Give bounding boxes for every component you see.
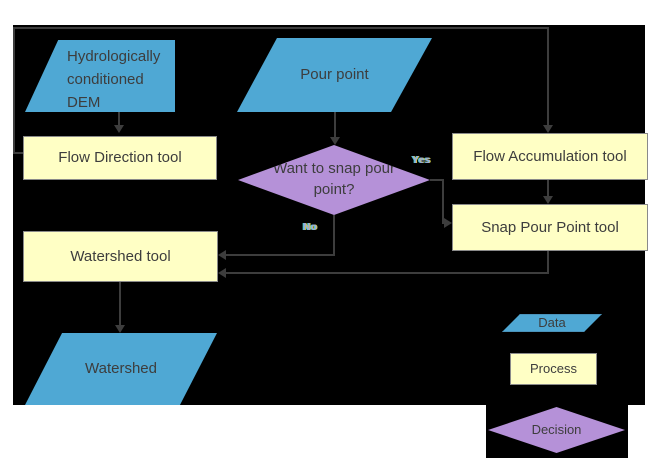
edge-flowacc-to-snap xyxy=(547,180,549,197)
edge-snap-to-wtool xyxy=(547,251,549,274)
arrowhead xyxy=(330,137,340,145)
node-watershed-output: Watershed xyxy=(25,333,217,405)
edge-flowdir-to-flowacc xyxy=(13,27,549,29)
node-watershed-tool: Watershed tool xyxy=(23,231,218,282)
edge-wtool-to-watershed xyxy=(119,282,121,326)
edge-decision-yes xyxy=(430,179,444,181)
arrowhead xyxy=(218,268,226,278)
node-flow-direction-tool: Flow Direction tool xyxy=(23,136,217,180)
arrowhead xyxy=(444,218,452,228)
edge-snap-to-wtool xyxy=(226,272,549,274)
edge-decision-yes xyxy=(442,179,444,224)
edge-label-no: No xyxy=(303,222,318,233)
node-label: Want to snap pour point? xyxy=(272,160,395,198)
legend-data-label: Data xyxy=(538,315,566,330)
edge-decision-no xyxy=(333,215,335,256)
node-flow-accumulation-tool: Flow Accumulation tool xyxy=(452,133,648,180)
edge-dem-to-flowdir xyxy=(118,112,120,127)
edge-flowdir-to-flowacc xyxy=(13,27,15,154)
node-label: Watershed xyxy=(25,333,217,405)
edge-pour-to-decision xyxy=(334,112,336,139)
arrowhead xyxy=(543,125,553,133)
arrowhead xyxy=(543,196,553,204)
arrowhead xyxy=(115,325,125,333)
node-label: Hydrologically conditioned DEM xyxy=(25,40,175,112)
edge-decision-no xyxy=(226,254,335,256)
legend-process-shape: Process xyxy=(510,353,597,385)
arrowhead xyxy=(218,250,226,260)
edge-flowdir-to-flowacc xyxy=(547,27,549,127)
edge-label-yes: Yes xyxy=(412,155,431,166)
node-snap-pour-point-tool: Snap Pour Point tool xyxy=(452,204,648,251)
edge-flowdir-to-flowacc xyxy=(14,152,23,154)
node-hydrologically-conditioned-dem: Hydrologically conditioned DEM xyxy=(25,40,218,112)
legend-decision-label: Decision xyxy=(531,422,582,437)
arrowhead xyxy=(114,125,124,133)
